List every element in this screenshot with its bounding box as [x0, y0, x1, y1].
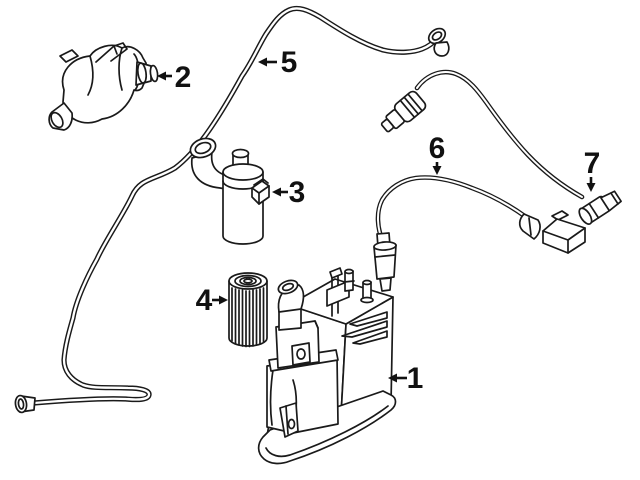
oxygen-sensor-6-connector: [518, 210, 586, 254]
callout-2-label: 2: [175, 61, 192, 94]
callout-3-arrowhead: [272, 187, 281, 197]
callout-7: 7: [584, 147, 601, 192]
part-2-pump-drawing: [48, 42, 159, 131]
callout-5-arrowhead: [258, 57, 267, 67]
callout-6: 6: [429, 132, 446, 175]
callout-1: 1: [388, 362, 423, 395]
callout-4: 4: [196, 284, 228, 317]
callout-1-arrowhead: [388, 373, 397, 383]
callout-3-label: 3: [289, 176, 306, 209]
callout-7-label: 7: [584, 147, 601, 180]
oxygen-sensor-7-body: [380, 90, 427, 133]
callout-3: 3: [272, 176, 305, 209]
part-4-filter-drawing: [228, 272, 268, 348]
callout-7-arrowhead: [586, 183, 596, 192]
part-3-vent-pump-drawing: [189, 137, 270, 245]
callout-4-label: 4: [196, 284, 213, 317]
part-1-vapor-canister-drawing: [257, 267, 397, 465]
part-6-oxygen-sensor-drawing: [373, 175, 586, 292]
callout-4-arrowhead: [219, 295, 228, 305]
part-7-oxygen-sensor-drawing: [380, 69, 622, 225]
callout-6-label: 6: [429, 132, 446, 165]
oxygen-sensor-6-body: [373, 232, 397, 292]
callout-2-arrowhead: [157, 71, 166, 81]
tube-end-nozzle: [14, 394, 36, 414]
oxygen-sensor-7-connector: [578, 190, 622, 225]
part-5-vent-tube-drawing: [14, 5, 450, 414]
callout-6-arrowhead: [432, 166, 442, 175]
callout-5-label: 5: [281, 46, 298, 79]
callout-5: 5: [258, 46, 297, 79]
callout-2: 2: [157, 61, 191, 94]
callout-1-label: 1: [407, 362, 424, 395]
tube-end-grommet: [427, 27, 450, 57]
